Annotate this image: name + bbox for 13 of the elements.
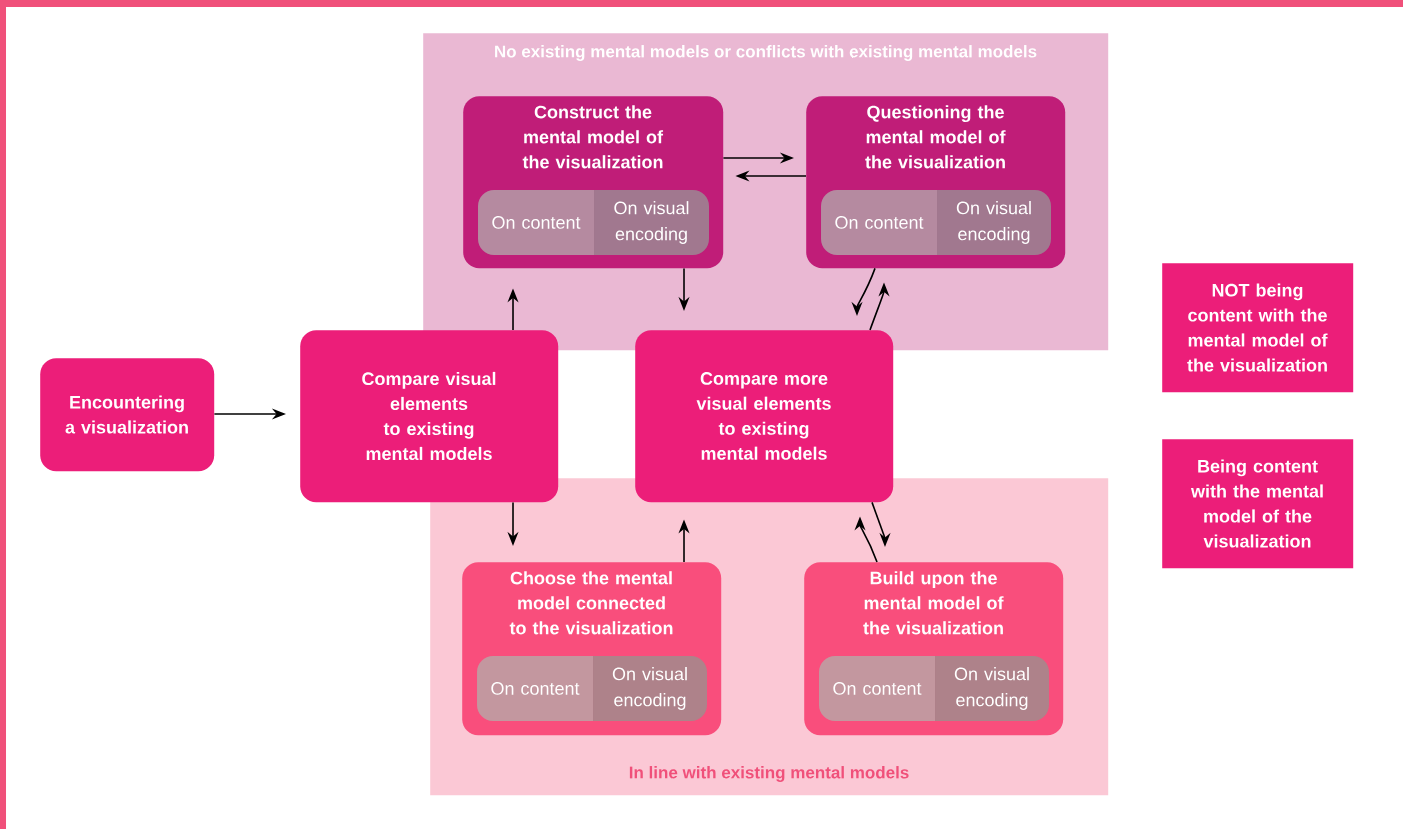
aspect-segment: On content <box>477 656 593 721</box>
aspect-segment: On visual encoding <box>937 190 1051 255</box>
aspect-segment: On visual encoding <box>935 656 1049 721</box>
outcome-box: Being content with the mental model of the visualization <box>1162 439 1354 569</box>
aspect-segment: On content <box>819 656 935 721</box>
aspect-segment: On visual encoding <box>594 190 709 255</box>
aspect-segment: On content <box>478 190 594 255</box>
outcome-box: NOT being content with the mental model of the visualization <box>1162 263 1354 393</box>
aspect-segment: On visual encoding <box>593 656 707 721</box>
process-box: Compare visual elements to existing mental models <box>300 330 559 503</box>
aspect-segment: On content <box>821 190 937 255</box>
process-box: Compare more visual elements to existing mental models <box>635 330 894 503</box>
process-box: Encountering a visualization <box>40 358 215 472</box>
